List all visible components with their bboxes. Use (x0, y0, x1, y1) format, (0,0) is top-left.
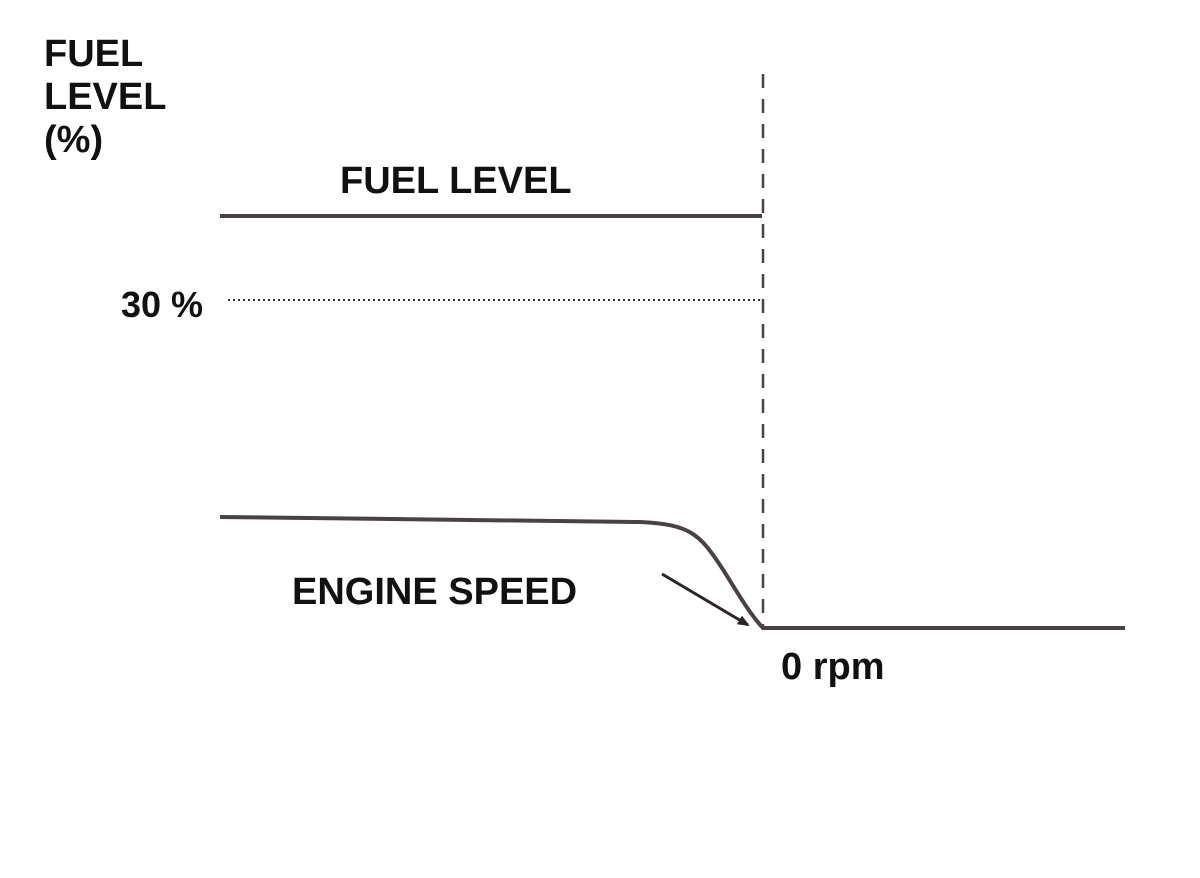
engine-speed-curve (219, 515, 1125, 630)
y-axis-label-line-1: FUEL (44, 33, 143, 75)
y-axis-label-line-2: LEVEL (44, 76, 166, 118)
fuel-level-label: FUEL LEVEL (340, 160, 572, 202)
threshold-label: 30 % (121, 284, 203, 325)
engine-speed-label: ENGINE SPEED (292, 571, 577, 613)
engine-speed-arrow (661, 572, 750, 627)
y-axis-label-line-3: (%) (44, 119, 103, 161)
zero-rpm-label: 0 rpm (781, 646, 884, 688)
